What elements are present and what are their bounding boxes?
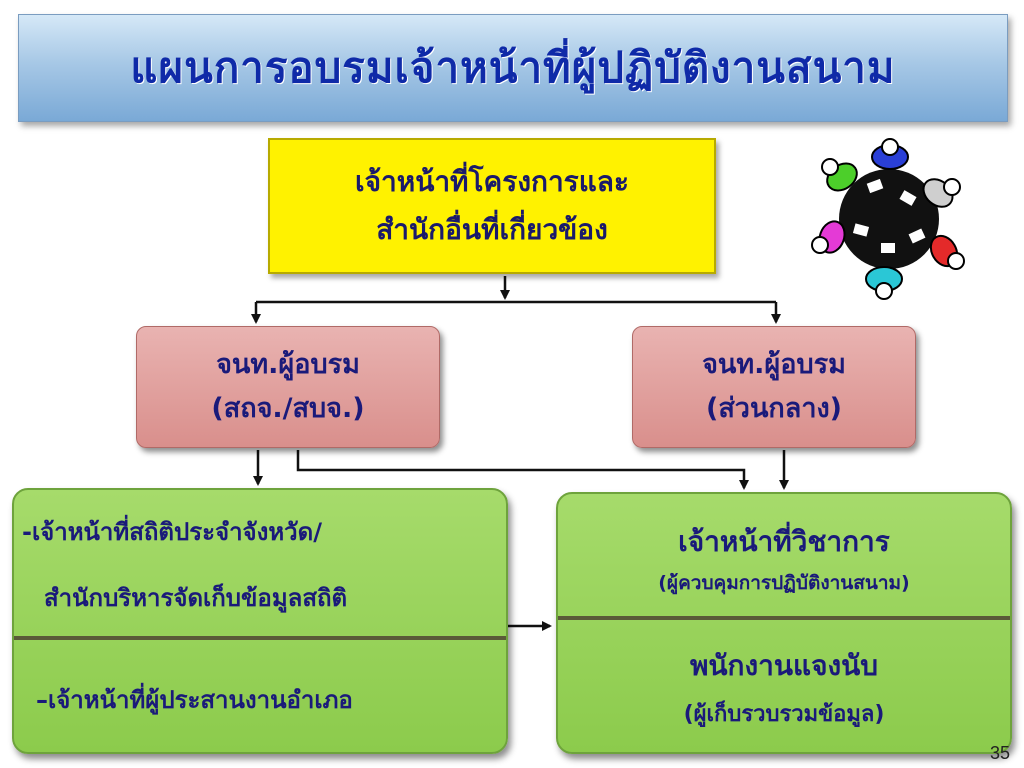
project-staff-line2: สำนักอื่นที่เกี่ยวข้อง	[376, 213, 608, 246]
trainer-provincial-line2: (สถจ./สบจ.)	[211, 393, 365, 424]
academic-staff-subtitle: (ผู้ควบคุมการปฏิบัติงานสนาม)	[658, 572, 910, 594]
person-cyan-icon	[865, 266, 903, 300]
district-coordinator-line: –เจ้าหน้าที่ผู้ประสานงานอำเภอ	[36, 686, 353, 714]
trainees-right-divider	[558, 616, 1010, 620]
trainer-provincial-line1: จนท.ผู้อบรม	[216, 349, 360, 380]
enumerator-title: พนักงานแจงนับ	[689, 649, 879, 682]
trainees-left-divider	[14, 636, 506, 640]
meeting-table-icon	[811, 138, 965, 300]
title-bar: แผนการอบรมเจ้าหน้าที่ผู้ปฏิบัติงานสนาม	[18, 14, 1008, 122]
person-gray-icon	[922, 178, 961, 208]
project-staff-line1: เจ้าหน้าที่โครงการและ	[355, 165, 629, 198]
person-green-icon	[821, 158, 858, 192]
person-magenta-icon	[811, 220, 846, 254]
trainees-provincial-box: -เจ้าหน้าที่สถิติประจำจังหวัด/ สำนักบริห…	[12, 488, 508, 754]
round-table	[839, 169, 939, 269]
academic-staff-title: เจ้าหน้าที่วิชาการ	[678, 525, 890, 558]
trainer-central-line1: จนท.ผู้อบรม	[702, 349, 846, 380]
provincial-statistician-line1: -เจ้าหน้าที่สถิติประจำจังหวัด/	[22, 518, 322, 546]
trainer-provincial-box: จนท.ผู้อบรม (สถจ./สบจ.)	[136, 326, 440, 448]
trainer-central-line2: (ส่วนกลาง)	[705, 393, 842, 424]
person-blue-icon	[871, 138, 909, 170]
arrow-left-trainer-to-right-box	[296, 450, 749, 490]
trainer-central-box: จนท.ผู้อบรม (ส่วนกลาง)	[632, 326, 916, 448]
slide-number: 35	[989, 743, 1010, 763]
project-staff-box: เจ้าหน้าที่โครงการและ สำนักอื่นที่เกี่ยว…	[268, 138, 716, 274]
page-title: แผนการอบรมเจ้าหน้าที่ผู้ปฏิบัติงานสนาม	[130, 43, 896, 92]
enumerator-subtitle: (ผู้เก็บรวบรวมข้อมูล)	[683, 702, 885, 727]
trainees-field-box: เจ้าหน้าที่วิชาการ (ผู้ควบคุมการปฏิบัติง…	[556, 492, 1012, 754]
provincial-statistician-line2: สำนักบริหารจัดเก็บข้อมูลสถิติ	[44, 584, 348, 612]
person-red-icon	[929, 234, 965, 270]
